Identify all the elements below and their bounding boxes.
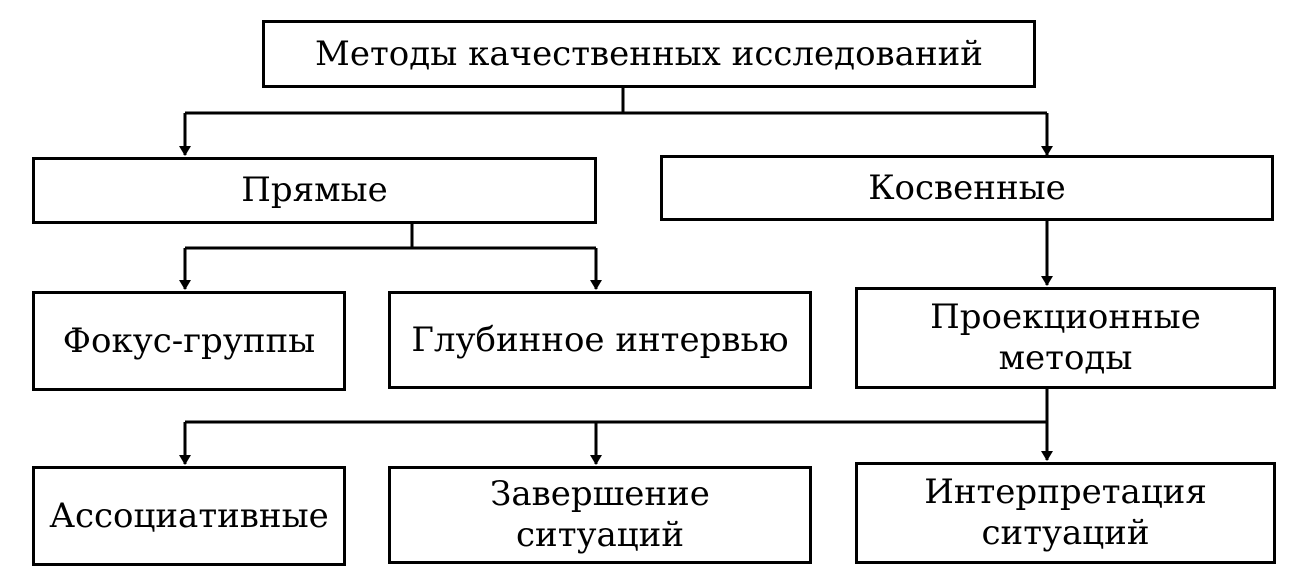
completion-node: Завершение ситуаций (388, 466, 812, 564)
root-node-label: Методы качественных исследований (315, 33, 983, 74)
direct-methods-label: Прямые (241, 170, 388, 211)
projective-methods-label-line2: методы (998, 338, 1133, 378)
projective-methods-label-line1: Проекционные (930, 297, 1201, 338)
root-node: Методы качественных исследований (262, 20, 1036, 88)
indirect-methods-label: Косвенные (868, 167, 1066, 208)
interpretation-label-line1: Интерпретация (924, 472, 1207, 513)
interpretation-node: Интерпретация ситуаций (855, 462, 1276, 564)
depth-interview-label: Глубинное интервью (411, 319, 789, 360)
associative-node: Ассоциативные (32, 466, 346, 566)
projective-methods-node: Проекционные методы (855, 287, 1276, 389)
interpretation-label-line2: ситуаций (981, 513, 1150, 553)
focus-groups-label: Фокус-группы (62, 320, 316, 361)
depth-interview-node: Глубинное интервью (388, 291, 812, 389)
associative-label: Ассоциативные (49, 495, 329, 536)
completion-label: Завершение ситуаций (490, 474, 710, 555)
focus-groups-node: Фокус-группы (32, 291, 346, 391)
direct-methods-node: Прямые (32, 157, 597, 224)
indirect-methods-node: Косвенные (660, 155, 1274, 221)
